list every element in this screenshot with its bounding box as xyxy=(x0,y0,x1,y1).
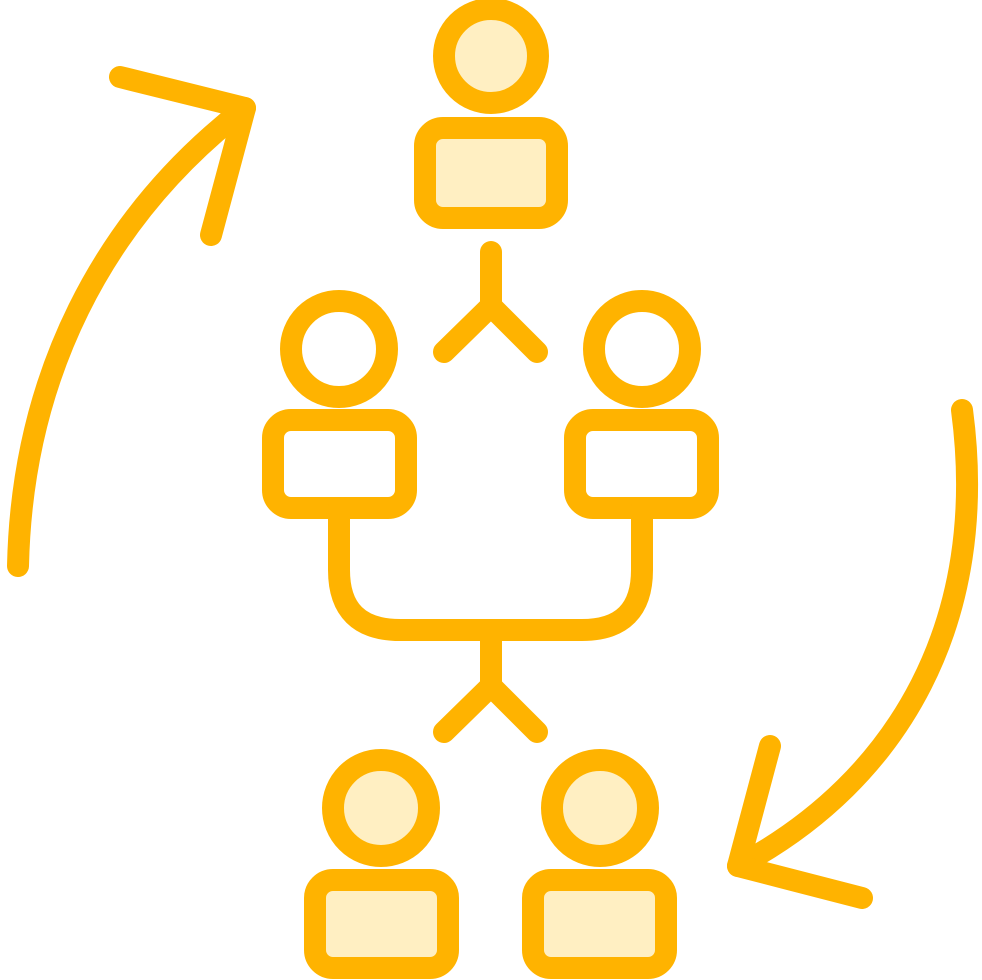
person-middle-right-icon xyxy=(564,290,719,519)
person-middle-left-icon xyxy=(262,290,417,519)
cycle-arrow-top-left-icon xyxy=(7,66,256,577)
cycle-arrow-bottom-right-icon xyxy=(727,399,979,909)
person-bottom-left-icon xyxy=(304,749,459,979)
split-connector-top-icon xyxy=(433,241,548,363)
merge-connector-icon xyxy=(328,497,653,743)
person-top-icon xyxy=(414,0,568,229)
person-bottom-right-icon xyxy=(522,749,677,979)
